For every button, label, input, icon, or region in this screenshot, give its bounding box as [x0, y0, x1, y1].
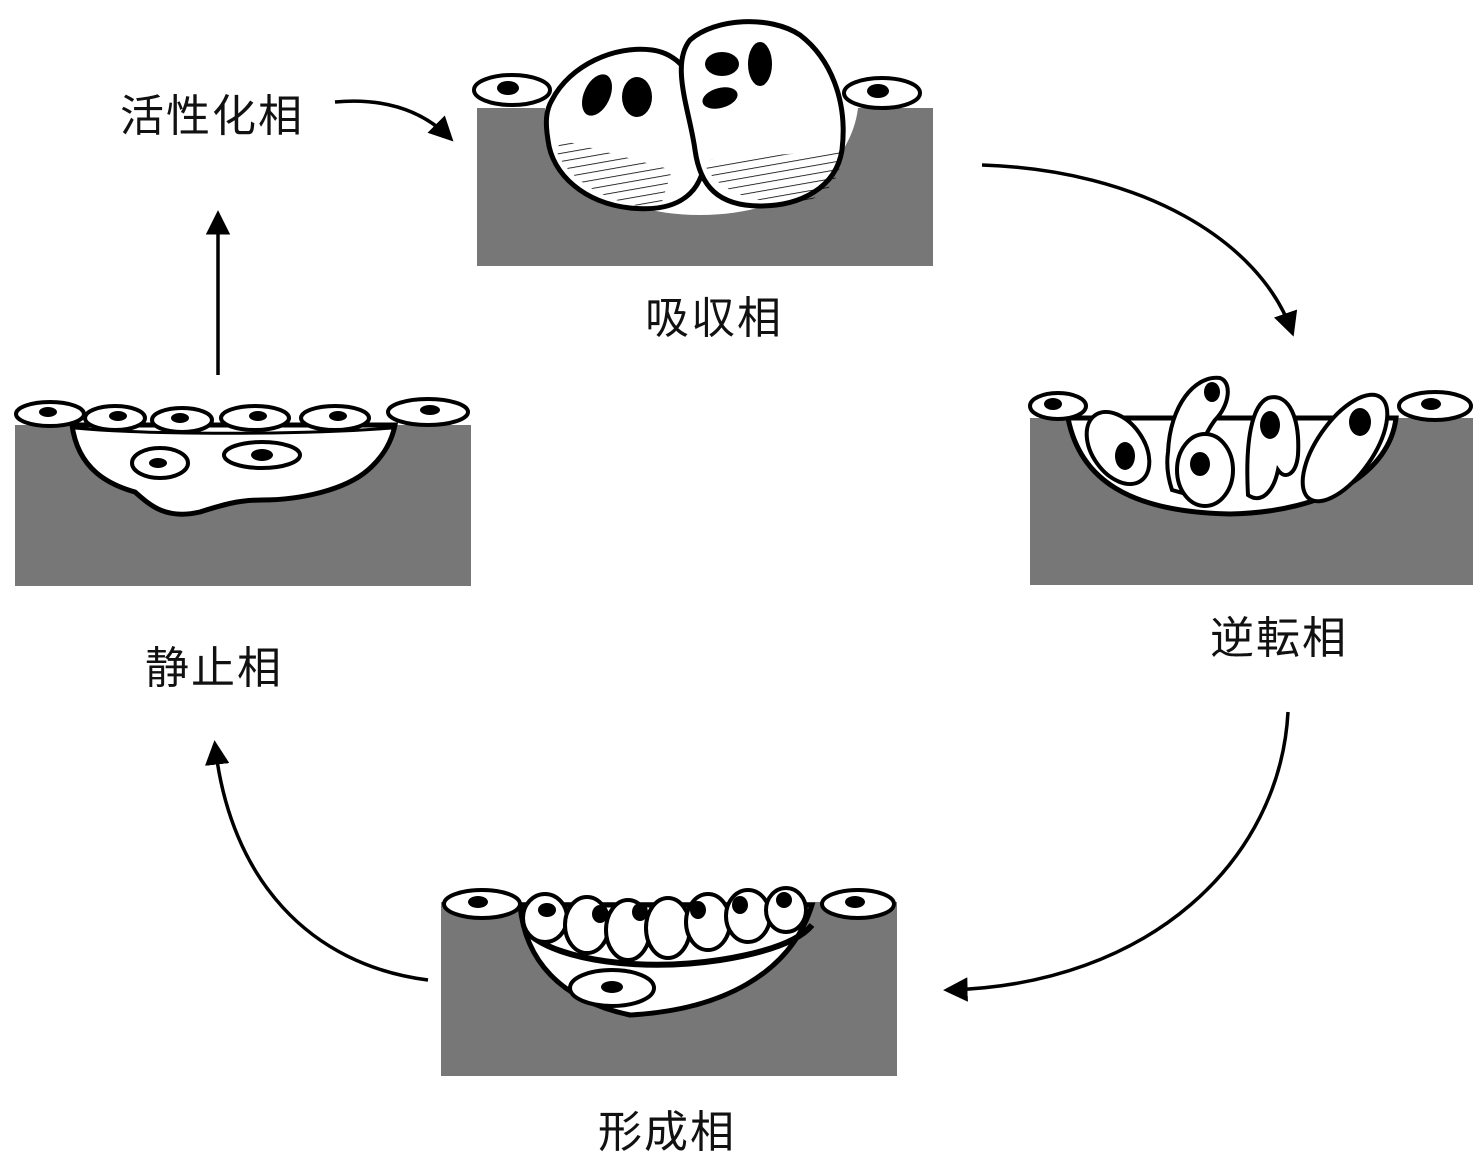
cell-nucleus [1260, 411, 1280, 439]
resorption-phase-illustration [472, 19, 933, 266]
label-reversal-phase: 逆転相 [1210, 613, 1348, 664]
ruffled-border [556, 140, 672, 208]
arrow-resorption-to-reversal [981, 163, 1298, 337]
cell-nucleus [1349, 408, 1371, 436]
osteoblast [764, 886, 808, 934]
osteoblast [521, 892, 569, 944]
formation-phase-illustration [441, 886, 897, 1076]
osteoclast-nucleus [622, 77, 652, 117]
cell-nucleus [845, 896, 865, 908]
cell-nucleus [601, 981, 623, 993]
osteoid-seam [528, 923, 815, 968]
cycle-arrows [205, 99, 1298, 1002]
reversal-phase-illustration [1028, 375, 1473, 585]
cell-nucleus [1044, 398, 1062, 410]
osteoblast [563, 895, 611, 955]
label-resorption-phase: 吸収相 [645, 293, 783, 344]
osteoclast-nucleus [705, 52, 739, 76]
cell-nucleus [497, 81, 519, 95]
cell-nucleus [1115, 442, 1135, 470]
label-resting-phase: 静止相 [145, 643, 283, 694]
cell-nucleus [1204, 382, 1220, 402]
arrow-activation-to-resorption [334, 99, 454, 142]
label-formation-phase: 形成相 [598, 1107, 736, 1158]
osteoblast [724, 888, 772, 944]
label-activation-phase: 活性化相 [120, 91, 304, 142]
ruffled-border [705, 150, 842, 203]
osteoblast [644, 896, 692, 960]
osteoclast-nucleus [702, 87, 738, 109]
cell-nucleus [1421, 398, 1441, 410]
osteoclast-nucleus [748, 42, 772, 86]
arrow-formation-to-resting [205, 740, 429, 982]
cell-nucleus [867, 84, 889, 98]
cell-nucleus [251, 449, 273, 461]
resting-phase-illustration [14, 397, 471, 586]
cell-nucleus [149, 458, 167, 468]
reversal-cell [1245, 395, 1301, 501]
osteoclast-nucleus [581, 74, 613, 116]
arrow-reversal-to-formation [943, 711, 1290, 1002]
cell-nucleus [1190, 452, 1210, 476]
lining-cell-nuclei [39, 405, 440, 423]
osteoblast-nuclei [538, 892, 792, 923]
osteoblast [684, 892, 732, 952]
cell-nucleus [468, 896, 488, 908]
